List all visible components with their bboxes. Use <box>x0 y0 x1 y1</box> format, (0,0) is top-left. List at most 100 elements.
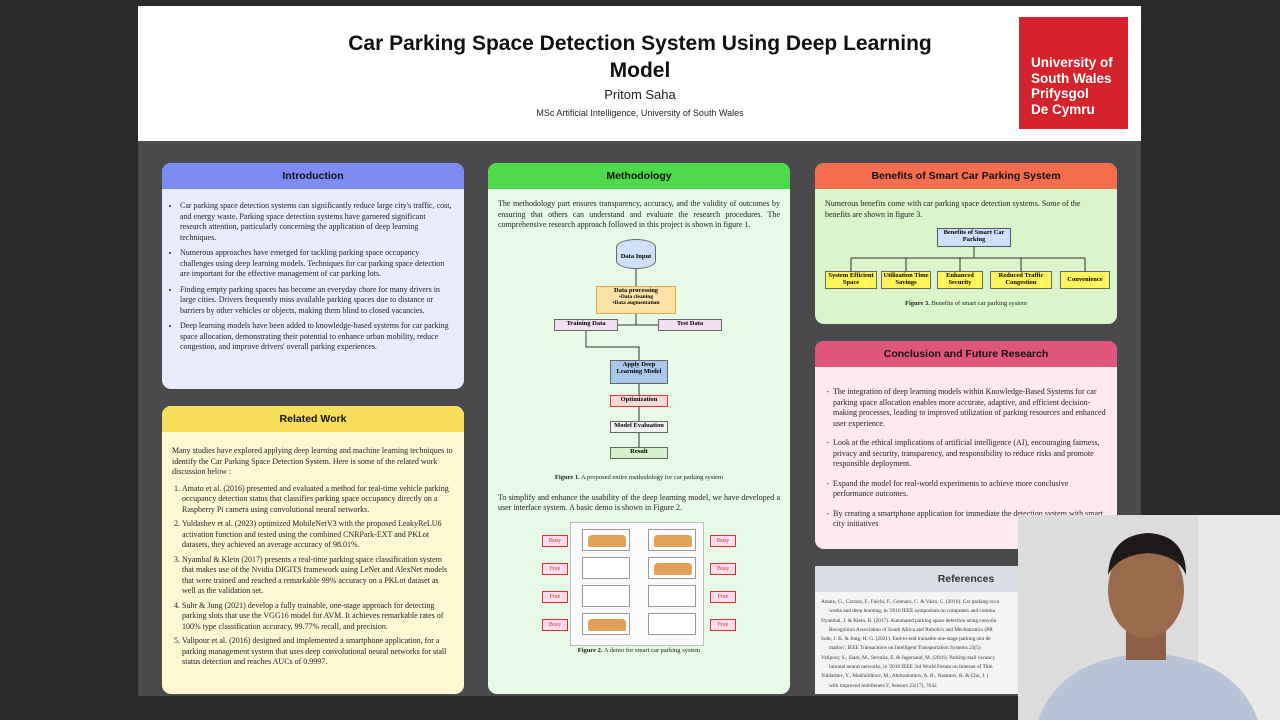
car-icon <box>654 562 692 575</box>
benefits-paragraph: Numerous benefits come with car parking … <box>825 199 1081 219</box>
flow-text: •Data augmentation <box>612 299 660 306</box>
status-tag: Free <box>542 590 568 603</box>
reference-line: Nyambal, J. & Klein, R. (2017). Automate… <box>821 617 997 624</box>
reference-line: works and deep learning, in '2016 IEEE s… <box>829 608 996 615</box>
flow-apply-model: Apply Deep Learning Model <box>610 359 668 384</box>
benefits-heading: Benefits of Smart Car Parking System <box>815 163 1117 189</box>
methodology-paragraph-2: To simplify and enhance the usability of… <box>498 492 780 513</box>
benefits-diagram: Benefits of Smart Car Parking System Eff… <box>815 228 1117 300</box>
figure3-caption: Figure 3. Benefits of smart car parking … <box>815 300 1117 307</box>
list-item: Yuldashev et al. (2023) optimized Mobile… <box>182 519 454 551</box>
flow-text: •Data cleaning <box>618 293 654 300</box>
benefit-node: Reduced Traffic Congestion <box>990 271 1052 289</box>
presenter-silhouette <box>1018 515 1280 720</box>
conclusion-section: Conclusion and Future Research The integ… <box>815 341 1117 549</box>
poster-author: Pritom Saha <box>604 87 676 102</box>
poster-header <box>138 6 1141 141</box>
figure-label: Figure 3. <box>905 300 930 307</box>
status-tag: Free <box>542 562 568 575</box>
list-item: Finding empty parking spaces has become … <box>180 285 454 317</box>
poster-affiliation: MSc Artificial Intelligence, University … <box>536 108 744 118</box>
list-item: The integration of deep learning models … <box>833 387 1107 429</box>
flow-arrows <box>585 268 658 447</box>
introduction-section: Introduction Car parking space detection… <box>162 163 464 389</box>
reference-line: mation', IEEE Transactions on Intelligen… <box>829 645 981 652</box>
figure-caption-text: A proposed entire methodology for car pa… <box>581 473 724 481</box>
conclusion-heading: Conclusion and Future Research <box>815 341 1117 367</box>
flow-training-data: Training Data <box>554 318 618 331</box>
benefits-root-node: Benefits of Smart Car Parking <box>937 228 1011 247</box>
list-item: Car parking space detection systems can … <box>180 201 454 243</box>
flow-result: Result <box>610 446 668 459</box>
figure-caption-text: A demo for smart car parking system <box>603 646 701 654</box>
status-tag: Busy <box>542 618 568 631</box>
list-item: Nyambal & Klein (2017) presents a real-t… <box>182 555 454 597</box>
status-tag: Busy <box>542 534 568 547</box>
list-item: Deep learning models have been added to … <box>180 321 454 353</box>
methodology-paragraph: The methodology part ensures transparenc… <box>498 199 780 229</box>
logo-line: De Cymru <box>1031 101 1095 117</box>
methodology-flowchart: Data Input Data processing •Data cleanin… <box>488 238 790 474</box>
figure-label: Figure 2. <box>577 646 603 654</box>
parking-slot <box>648 556 696 579</box>
logo-line: South Wales <box>1031 70 1112 86</box>
benefits-section: Benefits of Smart Car Parking System Num… <box>815 163 1117 324</box>
reference-line: Amato, G., Carrara, F., Falchi, F., Genn… <box>821 599 1000 605</box>
flow-data-input: Data Input <box>616 238 656 269</box>
related-work-section: Related Work Many studies have explored … <box>162 406 464 694</box>
list-item: Suhr & Jung (2021) develop a fully train… <box>182 601 454 633</box>
parking-slot <box>582 584 630 607</box>
reference-line: Yuldashev, Y., Mukhiddinov, M., Abdusalo… <box>821 673 989 680</box>
logo-line: Prifysgol <box>1031 86 1089 101</box>
figure1-caption: Figure 1. A proposed entire methodology … <box>488 474 790 481</box>
university-logo: University of South Wales Prifysgol De C… <box>1019 17 1128 129</box>
introduction-heading: Introduction <box>162 163 464 189</box>
benefit-node: System Efficient Space <box>825 271 877 289</box>
status-tag: Busy <box>710 562 736 575</box>
figure-label: Figure 1. <box>554 473 580 481</box>
flow-optimization: Optimization <box>610 394 668 407</box>
flow-text: Data processing <box>613 286 659 294</box>
related-work-list: Amato et al. (2016) presented and evalua… <box>172 484 454 668</box>
benefits-connectors <box>850 247 1086 271</box>
parking-demo: Busy Free Free Busy Busy Busy Free Free <box>488 521 790 647</box>
list-item: Expand the model for real-world experime… <box>833 479 1107 500</box>
car-icon <box>654 534 692 547</box>
car-icon <box>588 618 626 631</box>
logo-line: University of <box>1031 55 1113 70</box>
presenter-webcam <box>1018 515 1280 720</box>
reference-line: lutional neural networks, in '2016 IEEE … <box>829 664 993 671</box>
parking-slot <box>582 528 630 551</box>
car-icon <box>588 534 626 547</box>
benefit-node: Utilization Time Savings <box>881 271 931 289</box>
list-item: Look at the ethical implications of arti… <box>833 438 1107 470</box>
reference-line: with improved mobilenetv3', Sensors 23(1… <box>829 682 938 689</box>
list-item: Numerous approaches have emerged for tac… <box>180 248 454 280</box>
methodology-section: Methodology The methodology part ensures… <box>488 163 790 694</box>
status-tag: Busy <box>710 534 736 547</box>
reference-line: Valipour, S., Siam, M., Stroulia, E. & J… <box>821 654 995 661</box>
list-item: Valipour et al. (2016) designed and impl… <box>182 636 454 668</box>
related-work-intro: Many studies have explored applying deep… <box>172 446 453 476</box>
figure-caption-text: Benefits of smart car parking system <box>931 300 1027 307</box>
related-work-heading: Related Work <box>162 406 464 432</box>
flow-data-processing: Data processing •Data cleaning •Data aug… <box>596 285 676 314</box>
parking-slot <box>648 612 696 635</box>
flow-test-data: Test Data <box>658 318 722 331</box>
poster-title: Car Parking Space Detection System Using… <box>348 32 932 82</box>
status-tag: Free <box>710 590 736 603</box>
figure2-caption: Figure 2. A demo for smart car parking s… <box>488 647 790 654</box>
benefit-node: Enhanced Security <box>937 271 983 289</box>
parking-slot <box>582 612 630 635</box>
benefit-node: Convenience <box>1060 271 1110 289</box>
parking-slot <box>582 556 630 579</box>
reference-line: Recognition Association of South Africa … <box>829 626 993 633</box>
list-item: Amato et al. (2016) presented and evalua… <box>182 484 454 516</box>
flow-model-evaluation: Model Evaluation <box>610 420 668 433</box>
introduction-list: Car parking space detection systems can … <box>172 201 454 353</box>
reference-line: Suhr, J. K. & Jung, H. G. (2021). End-to… <box>821 636 991 643</box>
methodology-heading: Methodology <box>488 163 790 189</box>
parking-slot <box>648 584 696 607</box>
conclusion-list: The integration of deep learning models … <box>825 387 1107 530</box>
status-tag: Free <box>710 618 736 631</box>
